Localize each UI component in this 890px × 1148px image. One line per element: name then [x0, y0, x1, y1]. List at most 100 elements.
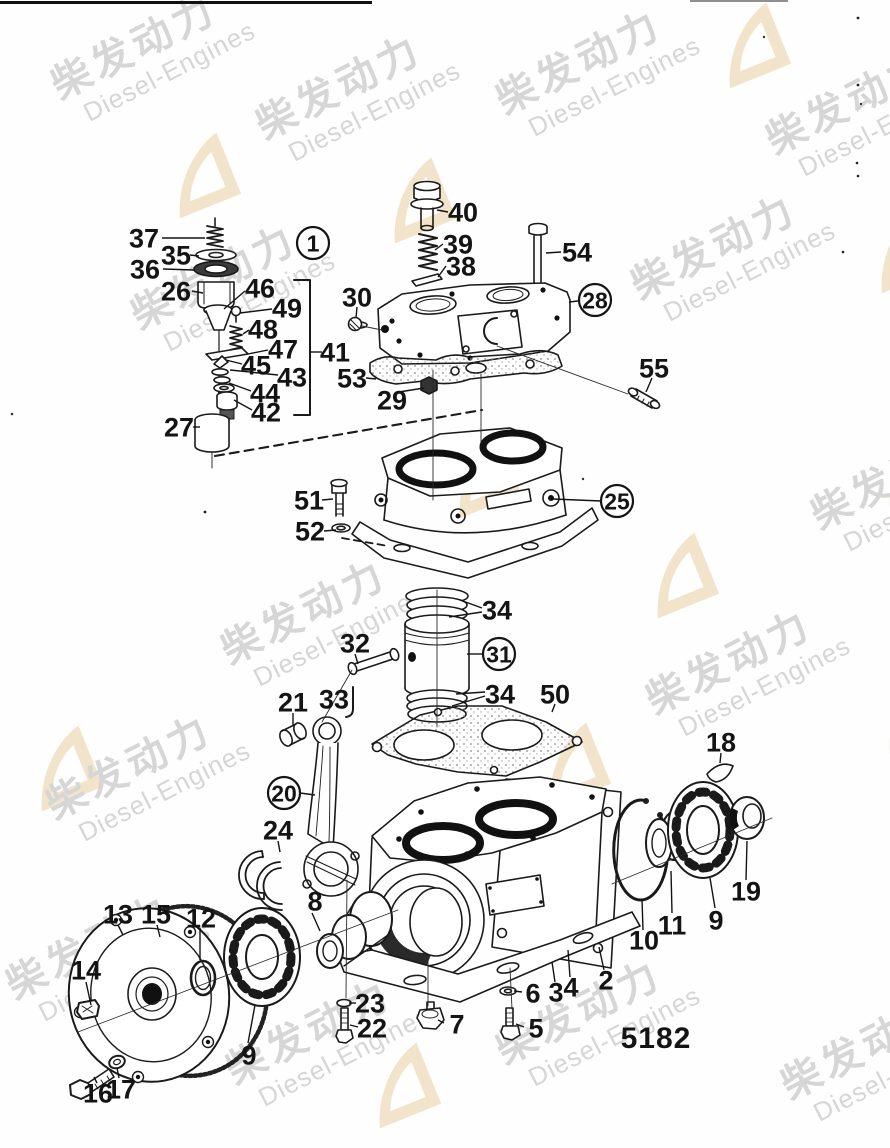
figure-number: 5182	[621, 1022, 692, 1055]
leader-line-52	[323, 529, 337, 532]
scan-artifacts	[0, 0, 863, 514]
leader-line-5	[515, 1023, 525, 1028]
callout-circle-20	[266, 775, 302, 811]
leader-line-28	[568, 300, 579, 303]
part-label-55: 55	[639, 354, 669, 384]
cone-45	[213, 355, 229, 369]
bearing-shells-24	[238, 850, 283, 911]
part-label-2: 2	[598, 966, 613, 996]
part-label-31: 31	[486, 641, 512, 667]
spring-48	[229, 325, 243, 351]
pin-49	[230, 305, 242, 317]
part-label-9: 9	[241, 1041, 256, 1071]
washer-38	[411, 273, 443, 287]
head-flange	[457, 309, 523, 355]
part-label-18: 18	[706, 728, 736, 758]
watermark-logo	[41, 725, 104, 812]
part-label-37: 37	[129, 224, 159, 254]
part-label-32: 32	[340, 629, 370, 659]
callout-circle-28	[577, 282, 613, 318]
leader-line-16	[93, 1076, 98, 1084]
leader-line-38	[437, 265, 447, 278]
shim-12	[189, 959, 217, 997]
washer-17	[108, 1054, 126, 1070]
leader-line-22	[349, 1024, 359, 1028]
callout-circle-31	[481, 636, 517, 672]
part-label-8: 8	[307, 887, 322, 917]
bolt-7	[416, 1001, 445, 1030]
leader-line-20	[299, 792, 316, 796]
part-label-34: 34	[482, 596, 512, 626]
bolt-5	[500, 1007, 521, 1041]
part-label-17: 17	[106, 1075, 136, 1105]
leader-line-13	[117, 924, 124, 936]
part-label-40: 40	[448, 198, 478, 228]
watermark-logo	[657, 532, 720, 619]
part-label-43: 43	[277, 363, 307, 393]
bolt-51	[330, 478, 348, 517]
leader-line-30	[355, 306, 358, 319]
part-label-51: 51	[294, 486, 324, 516]
leader-line-8	[311, 912, 321, 932]
construction-lines	[77, 325, 773, 1033]
part-label-45: 45	[241, 351, 271, 381]
part-label-22: 22	[357, 1014, 387, 1044]
part-label-16: 16	[83, 1079, 113, 1109]
nut-29	[420, 376, 438, 395]
cylinder-head-group	[369, 282, 661, 410]
leader-line-19	[745, 840, 748, 881]
nut-19	[729, 796, 765, 840]
part-label-7: 7	[449, 1010, 464, 1040]
part-label-11: 11	[658, 911, 687, 941]
part-label-6: 6	[525, 979, 540, 1009]
bolt-16	[69, 1068, 115, 1100]
part-label-23: 23	[355, 989, 385, 1019]
leader-line-48	[242, 329, 250, 335]
leader-line-9	[247, 1004, 256, 1044]
part-label-34: 34	[485, 680, 515, 710]
watermark-logo	[379, 1042, 442, 1129]
cap-26	[197, 281, 235, 309]
piston-pin-32	[347, 647, 400, 676]
cylinder-block-group	[213, 408, 599, 579]
leader-line-43	[229, 369, 279, 376]
plug-14	[76, 999, 100, 1020]
part-label-4: 4	[563, 973, 578, 1003]
head-hardware-group	[347, 180, 548, 332]
part-label-15: 15	[141, 900, 171, 930]
leader-line-26	[191, 290, 204, 294]
part-label-5: 5	[528, 1014, 543, 1044]
leader-line-18	[719, 752, 722, 764]
part-label-46: 46	[245, 274, 275, 304]
bolt-22	[335, 1007, 354, 1044]
leader-line-36	[162, 268, 195, 271]
washer-6	[499, 986, 517, 996]
part-label-26: 26	[161, 277, 191, 307]
leader-line-39	[434, 243, 444, 251]
leader-line-6	[513, 990, 523, 993]
part-label-35: 35	[161, 241, 191, 271]
spring-39	[418, 233, 438, 271]
leader-line-45	[225, 359, 243, 365]
collar-8	[316, 891, 393, 969]
leader-line-9	[709, 877, 716, 909]
part-label-42: 42	[251, 398, 281, 428]
bearing-9-left	[223, 907, 301, 1007]
connecting-rod-20	[302, 716, 360, 897]
leader-line-55	[645, 377, 653, 393]
leader-line-40	[436, 209, 449, 213]
leader-line-25	[552, 498, 602, 502]
leader-line-14	[85, 981, 92, 1006]
stud-55	[627, 387, 661, 410]
part-label-50: 50	[540, 680, 570, 710]
